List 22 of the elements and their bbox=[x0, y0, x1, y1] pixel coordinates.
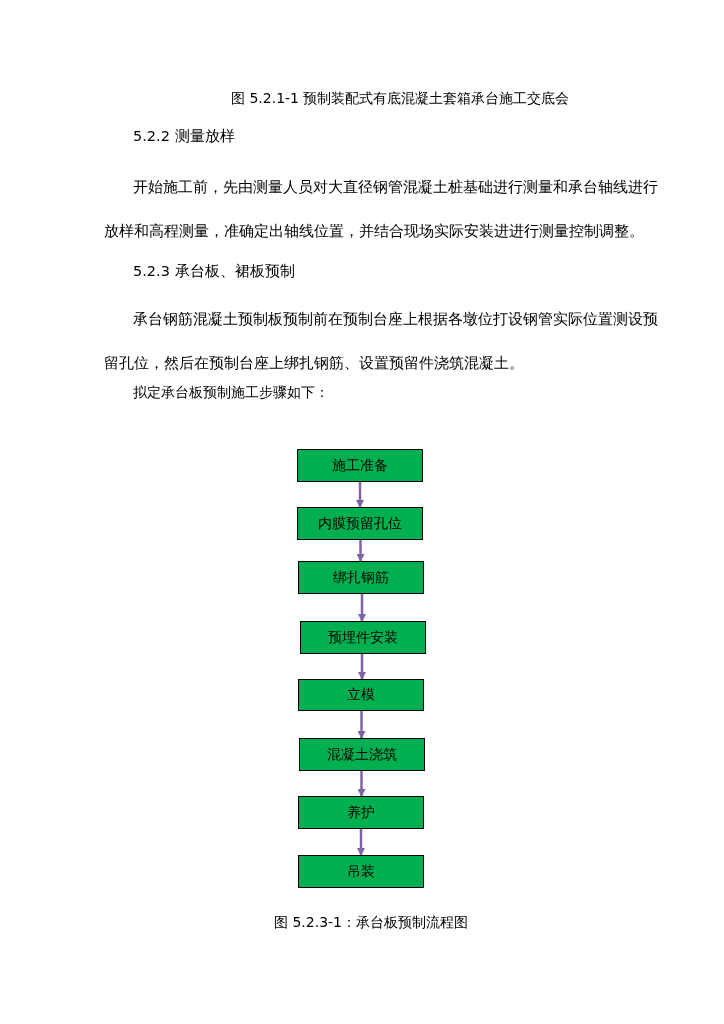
arrow bbox=[357, 771, 366, 797]
process-box: 养护 bbox=[298, 796, 424, 829]
arrow bbox=[358, 654, 366, 680]
text-line: 拟定承台板预制施工步骤如下： bbox=[133, 384, 329, 402]
paragraph: 开始施工前，先由测量人员对大直径钢管混凝土桩基础进行测量和承台轴线进行放样和高程测量，准确定出轴线位置，并结合现场实际安装进进行测量控制调整。 bbox=[104, 178, 658, 241]
process-box: 绑扎钢筋 bbox=[298, 561, 424, 594]
process-box: 内膜预留孔位 bbox=[297, 507, 423, 540]
process-box: 混凝土浇筑 bbox=[299, 738, 425, 771]
figure-caption: 图 5.2.3-1：承台板预制流程图 bbox=[274, 914, 469, 932]
arrow bbox=[356, 540, 365, 562]
process-box: 立模 bbox=[298, 679, 424, 711]
process-box: 预埋件安装 bbox=[300, 621, 426, 654]
section-heading: 5.2.3 承台板、裙板预制 bbox=[133, 262, 295, 281]
section-heading: 5.2.2 测量放样 bbox=[133, 127, 235, 146]
process-box: 施工准备 bbox=[297, 449, 423, 482]
paragraph: 承台钢筋混凝土预制板预制前在预制台座上根据各墩位打设钢管实际位置测设预留孔位，然后在预制台座上绑扎钢筋、设置预留件浇筑混凝土。 bbox=[104, 310, 658, 373]
arrow bbox=[357, 829, 365, 856]
figure-caption: 图 5.2.1-1 预制装配式有底混凝土套箱承台施工交底会 bbox=[231, 90, 570, 108]
arrow bbox=[356, 482, 364, 508]
process-box: 吊装 bbox=[298, 855, 424, 888]
arrow bbox=[357, 711, 366, 739]
arrow bbox=[358, 594, 366, 622]
